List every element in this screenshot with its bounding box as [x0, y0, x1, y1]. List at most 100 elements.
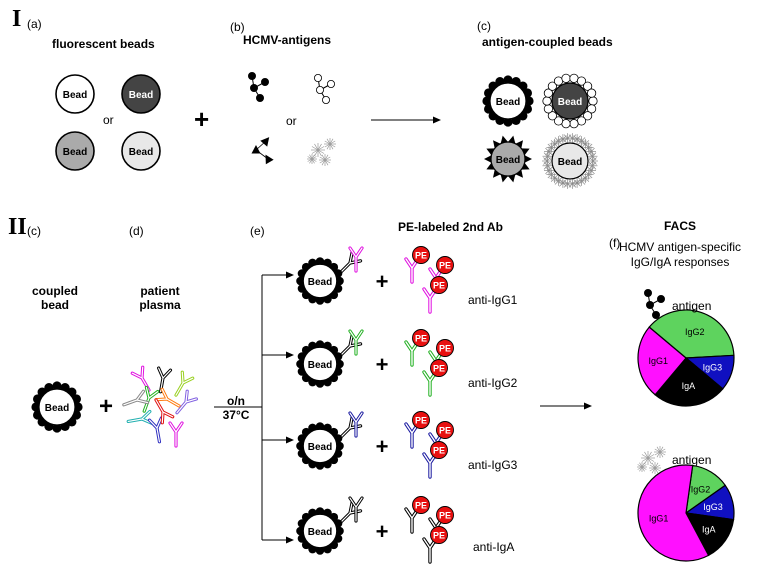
starburst-ray	[584, 170, 589, 175]
antibody	[174, 370, 195, 397]
bead-dark: Bead	[121, 74, 161, 114]
pe-label: PE	[415, 251, 427, 261]
starburst-ray	[317, 143, 322, 151]
antigen-bursts	[307, 138, 336, 166]
pie-slice-igg2	[648, 309, 735, 359]
starburst-ray	[567, 137, 572, 142]
pe-fluorophore	[436, 421, 454, 439]
antibody	[147, 416, 163, 444]
starburst-ray	[559, 182, 564, 187]
row-label-igg2: anti-IgG2	[468, 376, 518, 390]
antigen-black-dots	[247, 72, 269, 103]
antigen-dot	[652, 310, 661, 319]
pe-label: PE	[439, 426, 451, 436]
antibody	[157, 366, 173, 394]
bead-antigen-ring	[543, 104, 553, 114]
starburst-ray	[329, 140, 336, 145]
pe-fluorophore	[412, 411, 430, 429]
bead-antigen-dot	[73, 402, 83, 412]
starburst-ray	[329, 143, 336, 148]
antigen-dot	[313, 74, 322, 83]
starburst-ray	[584, 143, 589, 148]
bead-antigen-ring	[553, 116, 564, 126]
starburst-ray	[321, 154, 326, 161]
starburst-ray	[649, 464, 656, 469]
coupled-bead-line2: bead	[40, 298, 69, 312]
starburst-ray	[654, 451, 661, 456]
bead-antigen-dot	[524, 96, 534, 106]
starburst-ray	[547, 174, 552, 179]
antigen-white-dots	[313, 74, 335, 105]
starburst-ray	[659, 448, 666, 453]
row-plus-2: +	[376, 352, 389, 377]
bead-antigen-ring	[569, 119, 579, 129]
starburst-ray	[326, 143, 331, 150]
bead-label: Bead	[496, 97, 520, 108]
bead-circle	[302, 346, 338, 382]
starburst-ray	[588, 143, 593, 148]
pe-label: PE	[439, 261, 451, 271]
pie2-antigen-label: antigen	[672, 453, 712, 467]
pe-fluorophore	[412, 329, 430, 347]
bead-circle	[121, 131, 161, 171]
complex-bead-2: Bead	[296, 340, 344, 388]
bead-label: Bead	[45, 403, 69, 414]
starburst-ray	[647, 457, 655, 462]
bead-antigen-ring	[587, 88, 597, 98]
coupled-bead-ring: Bead	[542, 73, 598, 129]
bead-antigen-dot	[335, 441, 344, 451]
pe-label: PE	[433, 531, 445, 541]
bead-label: Bead	[129, 90, 153, 101]
starburst-ray	[554, 137, 559, 142]
starburst-ray	[647, 457, 652, 465]
starburst-ray	[585, 174, 590, 179]
coupled-bead-spikes: Bead	[484, 135, 532, 183]
complex-bead-1: Bead	[296, 257, 344, 305]
starburst-ray	[314, 143, 319, 151]
row-plus-3: +	[376, 434, 389, 459]
bead-light: Bead	[121, 131, 161, 171]
panel-c-title: antigen-coupled beads	[482, 35, 613, 49]
starburst-ray	[592, 152, 597, 157]
branch-arrow-4	[262, 536, 294, 544]
arrow-head	[286, 271, 294, 279]
starburst-ray	[590, 170, 595, 175]
pe-fluorophore	[430, 276, 448, 294]
starburst-ray	[637, 464, 643, 468]
antibody	[130, 365, 151, 392]
starburst-ray	[559, 135, 564, 140]
starburst-ray	[588, 174, 593, 179]
starburst-ray	[651, 467, 656, 474]
starburst-ray	[545, 147, 550, 152]
bead-antigen-dot	[315, 507, 325, 516]
pe-fluorophore	[412, 246, 430, 264]
pie-label-iga: IgA	[702, 524, 716, 534]
bead-antigen-dot	[296, 441, 305, 451]
bead-circle	[55, 131, 95, 171]
starburst-ray	[562, 182, 567, 187]
starburst-ray	[551, 174, 556, 179]
antibody-core	[175, 371, 194, 396]
starburst-ray	[317, 149, 322, 157]
bead-antigen-dot	[315, 422, 325, 431]
bead-circle	[551, 142, 589, 180]
antibody-core	[155, 388, 180, 407]
starburst-ray	[309, 154, 313, 160]
bead-gray: Bead	[55, 131, 95, 171]
bead-label: Bead	[63, 147, 87, 158]
panel-b-or: or	[286, 114, 297, 128]
facs-title: FACS	[663, 219, 696, 233]
pie-label-igg2: IgG2	[691, 485, 711, 495]
panel-a-or: or	[103, 113, 114, 127]
antibody	[348, 496, 364, 523]
starburst-ray	[307, 156, 313, 160]
bead-label: Bead	[558, 157, 582, 168]
bead-antigen-dot	[335, 526, 344, 536]
incubation-line1: o/n	[227, 394, 245, 408]
pie-slice-iga	[654, 357, 724, 407]
starburst-ray	[641, 454, 649, 459]
starburst-ray	[567, 134, 572, 139]
bead-white: Bead	[55, 74, 95, 114]
starburst-ray	[590, 166, 595, 171]
pie-label-igg2: IgG2	[685, 327, 705, 337]
